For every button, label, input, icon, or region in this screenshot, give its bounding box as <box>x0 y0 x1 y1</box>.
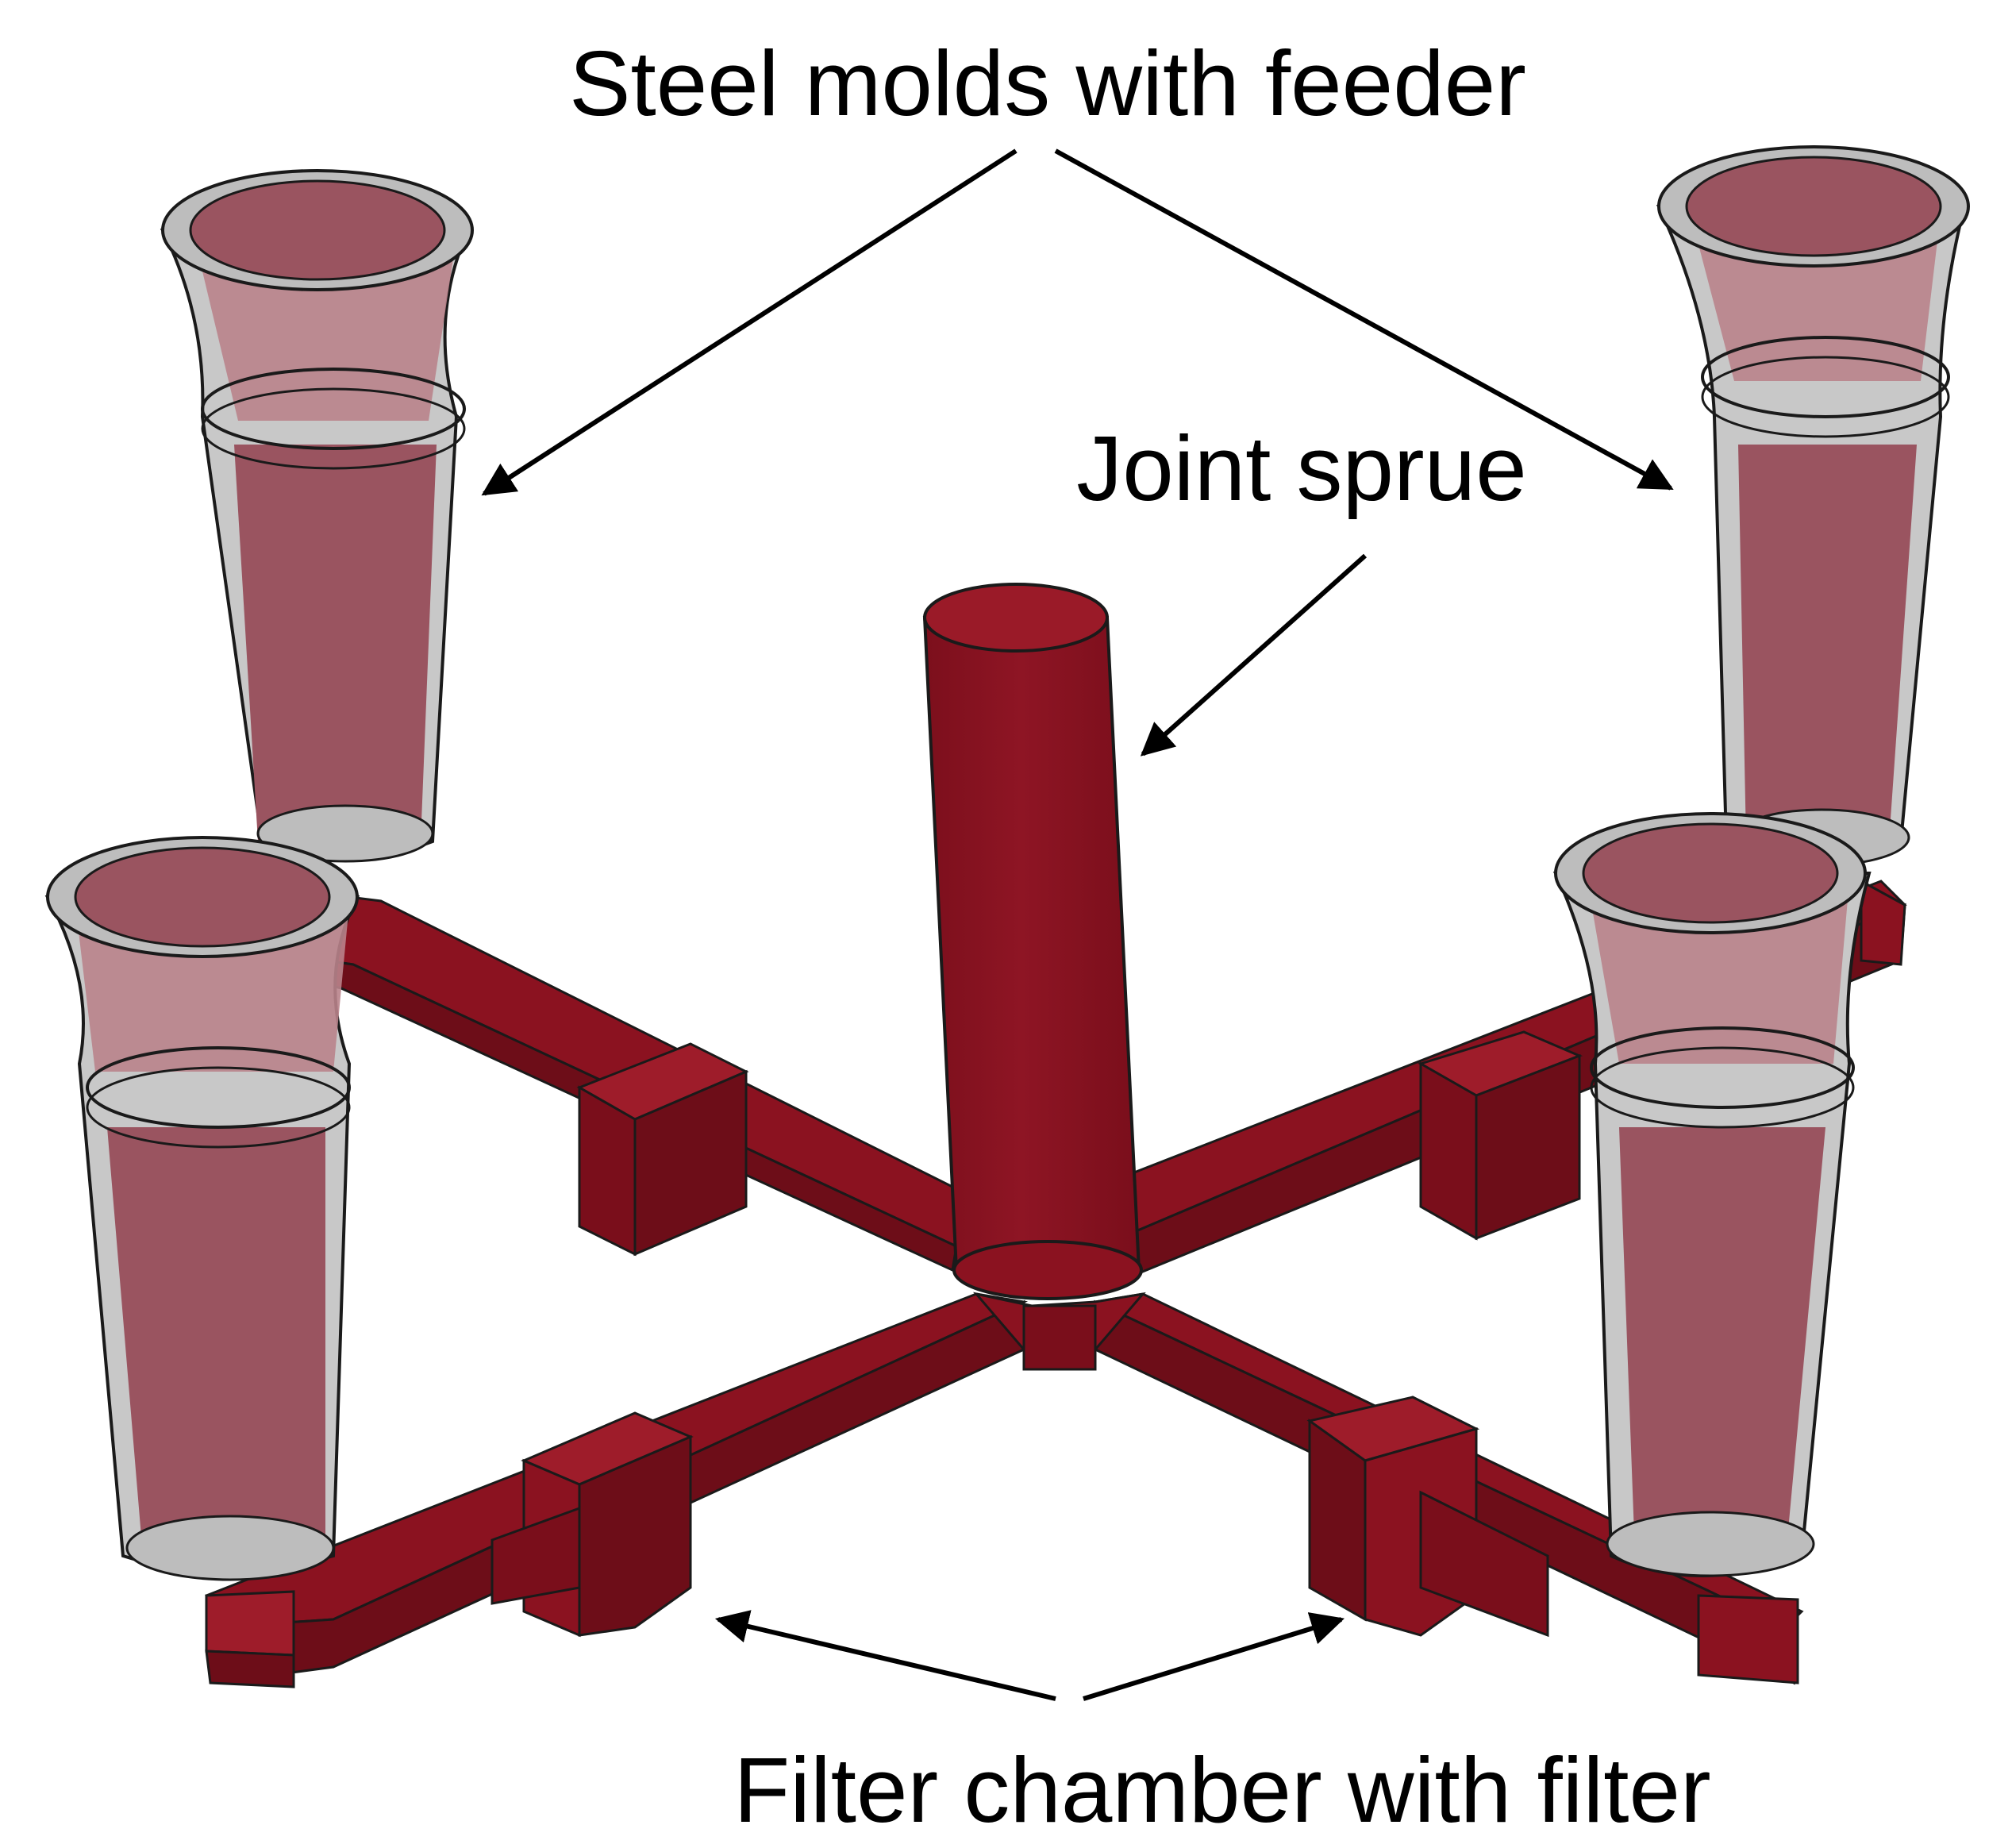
label-steel-molds: Steel molds with feeder <box>569 32 1526 135</box>
sprue-cylinder-icon <box>922 583 1143 1300</box>
steel-mold-front-left <box>44 836 360 1581</box>
runner-end-block-front-left <box>205 1590 295 1657</box>
filter-chamber-back-right <box>1418 1030 1583 1241</box>
steel-mold-back-left <box>160 169 474 863</box>
filter-chambers <box>490 1030 1583 1638</box>
runner-end-block-front-right <box>1697 1594 1799 1684</box>
label-filter-chamber: Filter chamber with filter <box>733 1738 1710 1842</box>
filter-chamber-front-right <box>1306 1396 1549 1638</box>
filter-chamber-back-left <box>576 1042 749 1257</box>
steel-mold-front-right <box>1552 812 1872 1577</box>
arrow-icon <box>714 1610 1056 1701</box>
label-joint-sprue: Joint sprue <box>1076 417 1526 520</box>
arrow-icon <box>1054 148 1674 491</box>
arrow-icon <box>1083 1612 1345 1701</box>
annotation-arrows <box>481 148 1674 1701</box>
filter-chamber-front-left <box>490 1411 694 1638</box>
steel-mold-back-right <box>1656 145 1970 867</box>
runner-end-block-back-right <box>1860 879 1906 966</box>
arrow-icon <box>481 148 1018 496</box>
arrow-icon <box>1140 553 1367 757</box>
